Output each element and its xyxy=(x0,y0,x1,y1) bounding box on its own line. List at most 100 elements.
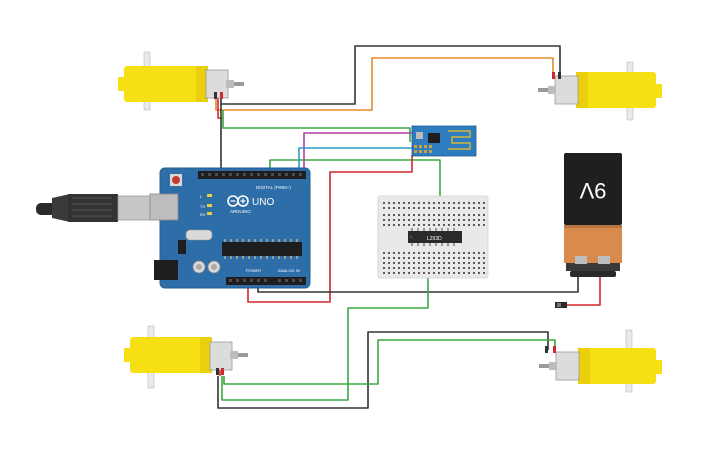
breadboard-hole xyxy=(433,267,435,269)
breadboard-hole xyxy=(468,202,470,204)
breadboard-hole xyxy=(393,207,395,209)
breadboard-hole xyxy=(468,272,470,274)
breadboard-hole xyxy=(463,202,465,204)
power-header-label: POWER xyxy=(246,268,261,273)
breadboard-hole xyxy=(423,257,425,259)
breadboard-hole xyxy=(468,207,470,209)
breadboard-hole xyxy=(483,252,485,254)
breadboard-hole xyxy=(458,214,460,216)
arduino-uno-board[interactable]: DIGITAL (PWM~) UNO ARDUINO L TX RX xyxy=(149,167,311,289)
breadboard-hole xyxy=(478,262,480,264)
breadboard-hole xyxy=(393,257,395,259)
breadboard-hole xyxy=(468,224,470,226)
breadboard-hole xyxy=(443,262,445,264)
breadboard-hole xyxy=(483,272,485,274)
breadboard-hole xyxy=(408,219,410,221)
breadboard-hole xyxy=(393,262,395,264)
breadboard-hole xyxy=(458,224,460,226)
breadboard-hole xyxy=(408,252,410,254)
breadboard-hole xyxy=(473,224,475,226)
wire-magenta-esp xyxy=(303,132,414,172)
breadboard-hole xyxy=(458,257,460,259)
wire-red-power xyxy=(247,284,331,303)
breadboard-hole xyxy=(418,219,420,221)
breadboard-hole xyxy=(383,257,385,259)
breadboard-hole xyxy=(408,202,410,204)
breadboard-hole xyxy=(468,252,470,254)
breadboard-hole xyxy=(478,219,480,221)
breadboard-hole xyxy=(408,257,410,259)
dc-motor-top-right[interactable] xyxy=(538,61,662,121)
breadboard-hole xyxy=(438,257,440,259)
breadboard-hole xyxy=(418,207,420,209)
breadboard-hole xyxy=(428,262,430,264)
breadboard-hole xyxy=(443,252,445,254)
breadboard-hole xyxy=(423,262,425,264)
breadboard-hole xyxy=(438,224,440,226)
breadboard-hole xyxy=(463,257,465,259)
esp8266-wifi-module[interactable] xyxy=(411,125,477,157)
breadboard-hole xyxy=(468,219,470,221)
breadboard-hole xyxy=(393,267,395,269)
breadboard-hole xyxy=(483,262,485,264)
breadboard-hole xyxy=(458,202,460,204)
breadboard-hole xyxy=(423,252,425,254)
breadboard-hole xyxy=(388,224,390,226)
breadboard-hole xyxy=(403,219,405,221)
breadboard-hole xyxy=(398,267,400,269)
breadboard-hole xyxy=(483,257,485,259)
rx-led-label: RX xyxy=(200,212,206,217)
breadboard-holes xyxy=(383,202,485,274)
breadboard-hole xyxy=(438,219,440,221)
breadboard-hole xyxy=(403,257,405,259)
breadboard-hole xyxy=(448,219,450,221)
wire-red-battery xyxy=(566,275,601,306)
breadboard-hole xyxy=(383,224,385,226)
breadboard-hole xyxy=(478,267,480,269)
breadboard-hole xyxy=(478,252,480,254)
slide-switch[interactable] xyxy=(555,302,567,308)
breadboard-hole xyxy=(388,257,390,259)
breadboard-hole xyxy=(483,207,485,209)
dc-motor-top-left[interactable] xyxy=(118,51,244,111)
motor-driver-label: L293D xyxy=(427,236,442,242)
breadboard-hole xyxy=(418,267,420,269)
wire-green-bottomright xyxy=(223,339,556,385)
board-brand-label: ARDUINO xyxy=(230,209,251,214)
breadboard-hole xyxy=(413,207,415,209)
breadboard-hole xyxy=(418,272,420,274)
breadboard-hole xyxy=(388,272,390,274)
breadboard-hole xyxy=(483,224,485,226)
breadboard-hole xyxy=(453,207,455,209)
arduino-logo-icon xyxy=(227,195,249,207)
breadboard-hole xyxy=(438,262,440,264)
breadboard-hole xyxy=(393,219,395,221)
dc-motor-bottom-right[interactable] xyxy=(539,329,662,393)
breadboard-hole xyxy=(418,262,420,264)
wire-cyan-esp xyxy=(298,147,414,172)
breadboard-hole xyxy=(433,202,435,204)
breadboard-hole xyxy=(463,267,465,269)
breadboard-hole xyxy=(418,257,420,259)
breadboard-hole xyxy=(428,202,430,204)
breadboard-hole xyxy=(413,202,415,204)
breadboard-hole xyxy=(413,262,415,264)
breadboard-hole xyxy=(473,252,475,254)
breadboard-hole xyxy=(388,202,390,204)
breadboard-hole xyxy=(458,252,460,254)
breadboard-hole xyxy=(428,267,430,269)
breadboard-hole xyxy=(388,207,390,209)
breadboard-hole xyxy=(478,224,480,226)
breadboard-hole xyxy=(433,262,435,264)
breadboard-hole xyxy=(428,272,430,274)
mini-breadboard[interactable]: L293D xyxy=(377,195,489,279)
breadboard-hole xyxy=(433,272,435,274)
breadboard-hole xyxy=(448,272,450,274)
breadboard-hole xyxy=(453,224,455,226)
breadboard-hole xyxy=(473,202,475,204)
battery-9v[interactable]: 9V xyxy=(564,153,622,277)
breadboard-hole xyxy=(398,214,400,216)
breadboard-hole xyxy=(413,219,415,221)
l293d-motor-driver[interactable]: L293D xyxy=(408,228,462,246)
dc-motor-bottom-left[interactable] xyxy=(124,325,248,389)
